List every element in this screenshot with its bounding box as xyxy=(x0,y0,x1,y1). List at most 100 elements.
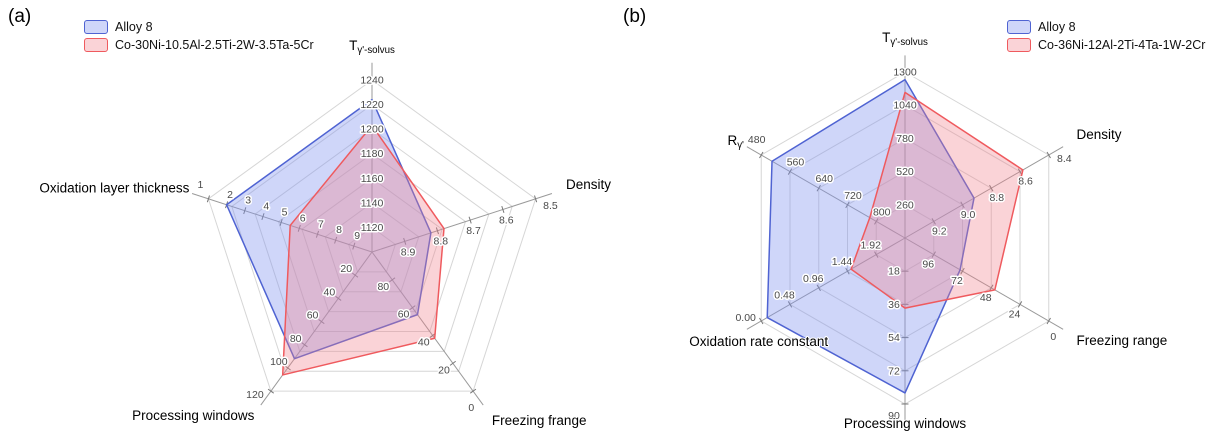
legend-label: Co-36Ni-12Al-2Ti-4Ta-1W-2Cr xyxy=(1038,38,1206,52)
axis-label: Oxidation layer thickness xyxy=(39,181,189,196)
tick-label: 800 xyxy=(873,206,891,218)
tick-label: 80 xyxy=(290,333,302,345)
axis-label: Freezing frange xyxy=(492,413,587,428)
tick-label: 640 xyxy=(815,173,833,185)
tick-label: 8.8 xyxy=(989,192,1004,204)
legend-a: Alloy 8 Co-30Ni-10.5Al-2.5Ti-2W-3.5Ta-5Cr xyxy=(84,20,314,52)
tick-label: 4 xyxy=(263,201,269,213)
tick-label: 90 xyxy=(888,410,900,422)
tick-label: 520 xyxy=(896,166,914,178)
tick-label: 1.44 xyxy=(832,256,853,268)
tick-label: 1180 xyxy=(361,148,384,160)
series-polygon xyxy=(281,124,445,376)
tick-label: 0 xyxy=(468,402,474,414)
tick-label: 0 xyxy=(1050,331,1056,343)
legend-label: Alloy 8 xyxy=(1038,20,1076,34)
tick-label: 40 xyxy=(418,336,430,348)
tick-label: 36 xyxy=(888,299,900,311)
legend-swatch xyxy=(84,38,108,52)
tick-label: 8.7 xyxy=(466,225,481,237)
axis-label: Density xyxy=(1076,127,1121,142)
tick-label: 1240 xyxy=(360,75,384,87)
radar-tick-labels: 12401220120011801160114011208.58.68.78.8… xyxy=(196,73,559,415)
tick-label: 8.8 xyxy=(434,236,449,248)
tick-label: 54 xyxy=(888,332,900,344)
tick-label: 260 xyxy=(896,199,914,211)
tick-label: 9 xyxy=(354,230,360,242)
tick-label: 1140 xyxy=(361,197,384,209)
tick-label: 120 xyxy=(246,389,264,401)
tick-label: 9.0 xyxy=(961,209,976,221)
legend-label: Alloy 8 xyxy=(115,20,153,34)
tick-label: 96 xyxy=(922,259,934,271)
tick-label: 60 xyxy=(398,309,410,321)
tick-label: 24 xyxy=(1009,308,1021,320)
radar-series xyxy=(225,98,445,376)
tick-label: 720 xyxy=(844,190,862,202)
tick-label: 60 xyxy=(307,310,319,322)
tick-label: 80 xyxy=(377,281,389,293)
panel-label-b: (b) xyxy=(623,6,647,27)
legend-swatch xyxy=(1007,20,1031,34)
legend-b: Alloy 8 Co-36Ni-12Al-2Ti-4Ta-1W-2Cr xyxy=(1007,20,1205,52)
axis-label: Tγ'-solvus xyxy=(882,30,928,48)
series-polygon xyxy=(850,91,1024,309)
tick-label: 9.2 xyxy=(932,225,947,237)
radar-grid xyxy=(207,79,537,392)
tick-label: 20 xyxy=(340,263,352,275)
radar-series xyxy=(766,78,1024,394)
tick-label: 8.6 xyxy=(1018,176,1033,188)
axis-label: Density xyxy=(566,177,611,192)
tick-label: 780 xyxy=(896,133,914,145)
tick-label: 480 xyxy=(748,134,766,146)
tick-label: 7 xyxy=(318,218,324,230)
radar-chart-a: 12401220120011801160114011208.58.68.78.8… xyxy=(38,37,612,429)
tick-label: 1160 xyxy=(361,173,384,185)
tick-label: 1 xyxy=(197,179,203,191)
legend-item: Co-30Ni-10.5Al-2.5Ti-2W-3.5Ta-5Cr xyxy=(84,38,314,52)
tick-label: 1040 xyxy=(893,100,917,112)
tick-label: 1300 xyxy=(893,67,917,79)
tick-label: 0.48 xyxy=(774,289,795,301)
tick-label: 0.00 xyxy=(735,312,756,324)
tick-label: 560 xyxy=(787,157,805,169)
series-polygon xyxy=(225,98,432,360)
tick-label: 1220 xyxy=(360,99,384,111)
legend-item: Alloy 8 xyxy=(1007,20,1205,34)
legend-swatch xyxy=(84,20,108,34)
axis-label: Rγ' xyxy=(727,133,744,151)
tick-label: 0.96 xyxy=(803,273,824,285)
tick-label: 5 xyxy=(282,207,288,219)
tick-label: 1.92 xyxy=(861,240,882,252)
tick-label: 1200 xyxy=(360,124,384,136)
tick-label: 8 xyxy=(336,224,342,236)
axis-label: Processing windows xyxy=(844,416,967,431)
legend-item: Co-36Ni-12Al-2Ti-4Ta-1W-2Cr xyxy=(1007,38,1205,52)
axis-label: Processing windows xyxy=(132,408,255,423)
radar-chart-b: 1300 1040 780 520 260 8.4 8.6 8.8 9.0 9.2 0 24 48 72 9… xyxy=(688,29,1168,432)
radar-axes xyxy=(191,62,553,406)
axis-label: Tγ'-solvus xyxy=(349,38,395,56)
radar-tick-labels: 1300 1040 780 520 260 8.4 8.6 8.8 9.0 9.2 0 24 48 72 9… xyxy=(734,65,1073,424)
tick-label: 20 xyxy=(438,364,450,376)
tick-label: 100 xyxy=(270,356,288,368)
tick-label: 40 xyxy=(324,286,336,298)
tick-label: 8.6 xyxy=(499,214,514,226)
panel-a: (a) Alloy 8 Co-30Ni-10.5Al-2.5Ti-2W-3.5Ta… xyxy=(8,6,612,429)
axis-label: Oxidation rate constant xyxy=(689,334,828,349)
axis-label: Freezing range xyxy=(1076,333,1167,348)
legend-swatch xyxy=(1007,38,1031,52)
tick-label: 3 xyxy=(245,195,251,207)
tick-label: 72 xyxy=(951,275,963,287)
tick-label: 1120 xyxy=(361,222,384,234)
legend-label: Co-30Ni-10.5Al-2.5Ti-2W-3.5Ta-5Cr xyxy=(115,38,314,52)
panel-b: (b) Alloy 8 Co-36Ni-12Al-2Ti-4Ta-1W-2Cr 1… xyxy=(615,0,1230,436)
tick-label: 48 xyxy=(980,292,992,304)
series-polygon xyxy=(766,78,975,394)
tick-label: 8.4 xyxy=(1057,153,1072,165)
tick-label: 8.9 xyxy=(401,246,416,258)
panel-label-a: (a) xyxy=(8,6,32,27)
